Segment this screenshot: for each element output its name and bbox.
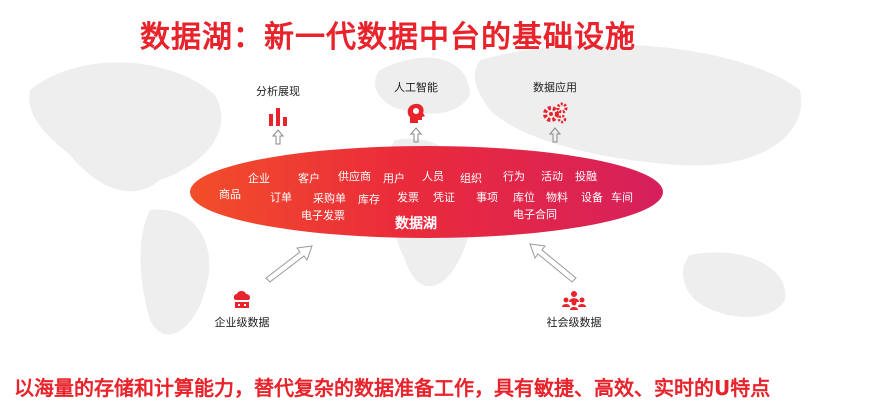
lake-entity: 企业 [248, 172, 270, 185]
data-lake-label: 数据湖 [395, 216, 437, 232]
lake-entity: 电子发票 [301, 209, 345, 222]
lake-entity: 组织 [460, 172, 482, 185]
enterprise-cloud-icon [233, 291, 251, 308]
lake-entity: 用户 [383, 172, 405, 185]
lake-entity: 库存 [358, 193, 380, 206]
output-label: 分析展现 [256, 85, 300, 98]
bar-chart-icon [269, 108, 287, 126]
source-label: 企业级数据 [214, 316, 270, 329]
output-data-app: 数据应用 [510, 79, 600, 143]
lake-entity: 订单 [270, 191, 292, 204]
lake-entity: 物料 [546, 191, 568, 204]
source-label: 社会级数据 [546, 316, 602, 329]
output-ai: 人工智能 [371, 79, 461, 143]
lake-entity: 库位 [513, 191, 535, 204]
inflow-arrow-left [265, 245, 313, 283]
lake-entity: 设备 [581, 191, 603, 204]
lake-entity: 行为 [503, 170, 525, 183]
lake-entity: 车间 [611, 191, 633, 204]
page-title: 数据湖：新一代数据中台的基础设施 [140, 20, 636, 55]
lake-entity: 投融 [575, 170, 597, 183]
lake-entity: 事项 [476, 191, 498, 204]
lake-entity: 凭证 [433, 191, 455, 204]
lake-entity: 活动 [541, 170, 563, 183]
data-lake-ellipse [190, 146, 663, 238]
footer-caption: 以海量的存储和计算能力，替代复杂的数据准备工作，具有敏捷、高效、实时的U特点 [14, 376, 771, 400]
lake-entity: 商品 [219, 188, 241, 201]
lake-entity: 人员 [422, 170, 444, 183]
lake-entity: 发票 [397, 191, 419, 204]
up-arrow-icon [271, 129, 285, 145]
gears-icon [543, 102, 568, 124]
up-arrow-icon [548, 127, 562, 143]
lake-entity: 电子合同 [513, 208, 557, 221]
ai-head-icon [407, 103, 425, 123]
source-enterprise: 企业级数据 [187, 290, 297, 330]
up-arrow-icon [409, 127, 423, 143]
source-social: 社会级数据 [519, 290, 629, 330]
output-label: 人工智能 [394, 81, 438, 94]
output-label: 数据应用 [533, 81, 577, 94]
lake-entity: 客户 [298, 172, 320, 185]
lake-entity: 采购单 [313, 192, 346, 205]
lake-entity: 供应商 [338, 170, 371, 183]
people-group-icon [562, 291, 586, 310]
output-analysis: 分析展现 [233, 83, 323, 145]
inflow-arrow-right [529, 243, 577, 283]
